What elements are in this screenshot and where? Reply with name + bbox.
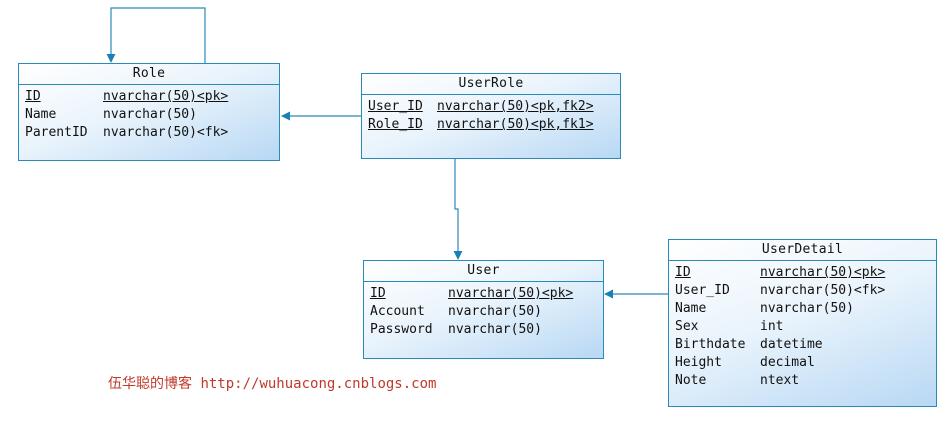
column-type: nvarchar(50)<fk> <box>760 283 886 298</box>
column-type: nvarchar(50)<fk> <box>103 125 229 140</box>
column-type: nvarchar(50) <box>448 304 542 319</box>
watermark-url[interactable]: http://wuhuacong.cnblogs.com <box>200 376 437 392</box>
entity-title: UserRole <box>362 74 620 95</box>
entity-user[interactable]: User ID nvarchar(50)<pk> Account nvarcha… <box>363 260 604 359</box>
column-type: int <box>760 319 784 334</box>
column-name: Name <box>675 301 707 316</box>
column-type: nvarchar(50)<pk,fk2> <box>437 99 594 114</box>
column-name: ID <box>25 89 41 104</box>
entity-title: Role <box>19 64 279 85</box>
column-name: Note <box>675 373 707 388</box>
column-row: Account nvarchar(50) <box>370 303 599 321</box>
column-name: ID <box>370 286 386 301</box>
column-row: ID nvarchar(50)<pk> <box>370 285 599 303</box>
column-row: Note ntext <box>675 372 932 390</box>
column-type: nvarchar(50) <box>103 107 197 122</box>
column-name: Account <box>370 304 425 319</box>
column-row: ParentID nvarchar(50)<fk> <box>25 124 275 142</box>
blog-watermark: 伍华聪的博客 http://wuhuacong.cnblogs.com <box>108 373 436 393</box>
column-name: ParentID <box>25 125 88 140</box>
column-row: ID nvarchar(50)<pk> <box>25 88 275 106</box>
entity-title: User <box>364 261 603 282</box>
column-row: User_ID nvarchar(50)<pk,fk2> <box>368 98 616 116</box>
entity-userrole[interactable]: UserRole User_ID nvarchar(50)<pk,fk2> Ro… <box>361 73 621 159</box>
column-row: User_ID nvarchar(50)<fk> <box>675 282 932 300</box>
column-row: Name nvarchar(50) <box>25 106 275 124</box>
column-row: ID nvarchar(50)<pk> <box>675 264 932 282</box>
column-type: decimal <box>760 355 815 370</box>
column-name: Role_ID <box>368 117 423 132</box>
column-name: Sex <box>675 319 699 334</box>
column-name: Height <box>675 355 722 370</box>
column-name: ID <box>675 265 691 280</box>
column-type: ntext <box>760 373 800 388</box>
column-type: nvarchar(50) <box>448 322 542 337</box>
column-row: Height decimal <box>675 354 932 372</box>
column-name: Name <box>25 107 57 122</box>
column-name: User_ID <box>368 99 423 114</box>
userrole-to-user-connector <box>453 159 463 260</box>
entity-userdetail[interactable]: UserDetail ID nvarchar(50)<pk> User_ID n… <box>668 239 937 407</box>
column-name: Password <box>370 322 433 337</box>
column-type: nvarchar(50)<pk,fk1> <box>437 117 594 132</box>
column-row: Name nvarchar(50) <box>675 300 932 318</box>
column-name: User_ID <box>675 283 730 298</box>
entity-title: UserDetail <box>669 240 936 261</box>
column-type: datetime <box>760 337 823 352</box>
column-name: Birthdate <box>675 337 746 352</box>
column-row: Role_ID nvarchar(50)<pk,fk1> <box>368 116 616 134</box>
column-row: Birthdate datetime <box>675 336 932 354</box>
column-row: Password nvarchar(50) <box>370 321 599 339</box>
entity-role[interactable]: Role ID nvarchar(50)<pk> Name nvarchar(5… <box>18 63 280 161</box>
column-type: nvarchar(50)<pk> <box>448 286 574 301</box>
column-type: nvarchar(50)<pk> <box>103 89 229 104</box>
column-type: nvarchar(50)<pk> <box>760 265 886 280</box>
role-self-reference-connector <box>106 7 206 63</box>
watermark-author: 伍华聪的博客 <box>108 376 192 392</box>
column-row: Sex int <box>675 318 932 336</box>
column-type: nvarchar(50) <box>760 301 854 316</box>
